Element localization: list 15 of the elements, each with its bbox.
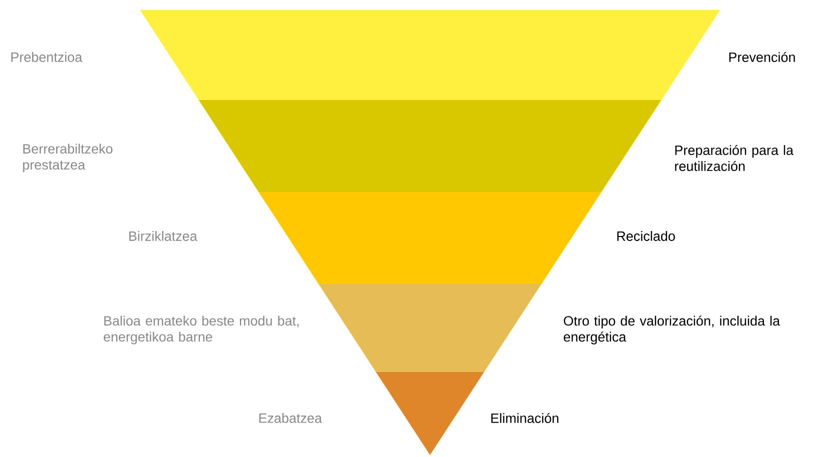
translation-label: Prebentzioa xyxy=(11,52,82,62)
pyramid-band xyxy=(140,10,720,100)
band-label: Reciclado xyxy=(617,231,675,241)
translation-label: Berrerabiltzeko prestatzea xyxy=(23,144,112,172)
translation-label: Birziklatzea xyxy=(129,231,198,241)
band-label: Preparación para la reutilización xyxy=(675,144,794,172)
band-label: Eliminación xyxy=(491,412,558,424)
band-label: Otro tipo de valorización, incluida la energética xyxy=(564,316,780,344)
translation-label: Balioa emateko beste modu bat, energetikoa barne xyxy=(104,316,299,344)
pyramid-tip xyxy=(376,372,484,455)
pyramid-band xyxy=(198,100,662,192)
pyramid-band xyxy=(258,192,602,284)
pyramid-band xyxy=(318,284,542,372)
band-label: Prevención xyxy=(729,52,795,62)
translation-label: Ezabatzea xyxy=(259,413,322,423)
